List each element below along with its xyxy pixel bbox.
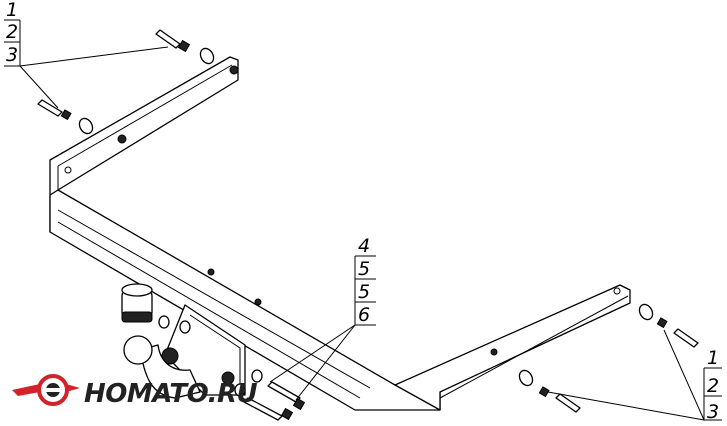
washer — [234, 383, 246, 397]
bolt — [673, 328, 699, 348]
callout-bottom-right: 1 2 3 — [547, 329, 722, 423]
callout-label: 1 — [6, 0, 18, 21]
fastener-set-top-left — [37, 29, 215, 135]
washer — [78, 117, 94, 135]
bolt — [555, 393, 581, 413]
callout-label: 2 — [6, 21, 18, 43]
bracket-hole — [117, 134, 127, 144]
callout-top-left: 1 2 3 — [4, 0, 169, 109]
washer — [158, 315, 170, 329]
right-mounting-bracket — [394, 284, 631, 411]
logo-emblem-icon — [12, 374, 80, 406]
hitch-bolt-hole — [221, 371, 235, 385]
bracket-hole — [64, 166, 72, 174]
washer — [251, 369, 263, 383]
bracket-hole — [490, 348, 498, 356]
callout-label: 5 — [358, 258, 370, 280]
callout-label: 3 — [707, 401, 719, 423]
tow-ball-neck — [139, 344, 201, 399]
homato-logo: HOMATO.RU — [12, 374, 258, 409]
callout-label: 2 — [707, 375, 719, 397]
callout-label: 5 — [358, 281, 370, 303]
nut — [538, 386, 550, 398]
logo-wing-left — [12, 384, 40, 396]
callout-label: 6 — [358, 304, 370, 326]
bracket-hole — [613, 287, 621, 295]
fastener-set-bottom-right — [518, 303, 699, 413]
logo-text: HOMATO.RU — [84, 379, 258, 409]
washer — [179, 320, 191, 334]
nut — [292, 397, 306, 411]
towbar-frame — [49, 56, 631, 411]
bolt — [155, 29, 191, 53]
fastener-set-middle — [158, 315, 306, 421]
callout-label: 3 — [6, 44, 18, 66]
logo-wing-right — [66, 384, 80, 392]
washer — [638, 303, 654, 321]
callout-middle: 4 5 5 6 — [269, 235, 376, 401]
washer — [199, 47, 215, 65]
logo-ring — [37, 374, 69, 406]
nut — [656, 317, 668, 329]
callout-label: 1 — [707, 347, 719, 369]
callout-label: 4 — [358, 235, 370, 257]
bracket-hole — [207, 268, 215, 276]
bracket-hole — [229, 65, 239, 75]
bracket-hole — [254, 298, 262, 306]
bolt — [37, 99, 72, 121]
tow-ball — [123, 335, 153, 365]
washer — [518, 369, 534, 387]
tow-ball-cap — [121, 283, 153, 323]
hitch-bolt-hole — [161, 347, 179, 365]
nut — [280, 407, 294, 421]
